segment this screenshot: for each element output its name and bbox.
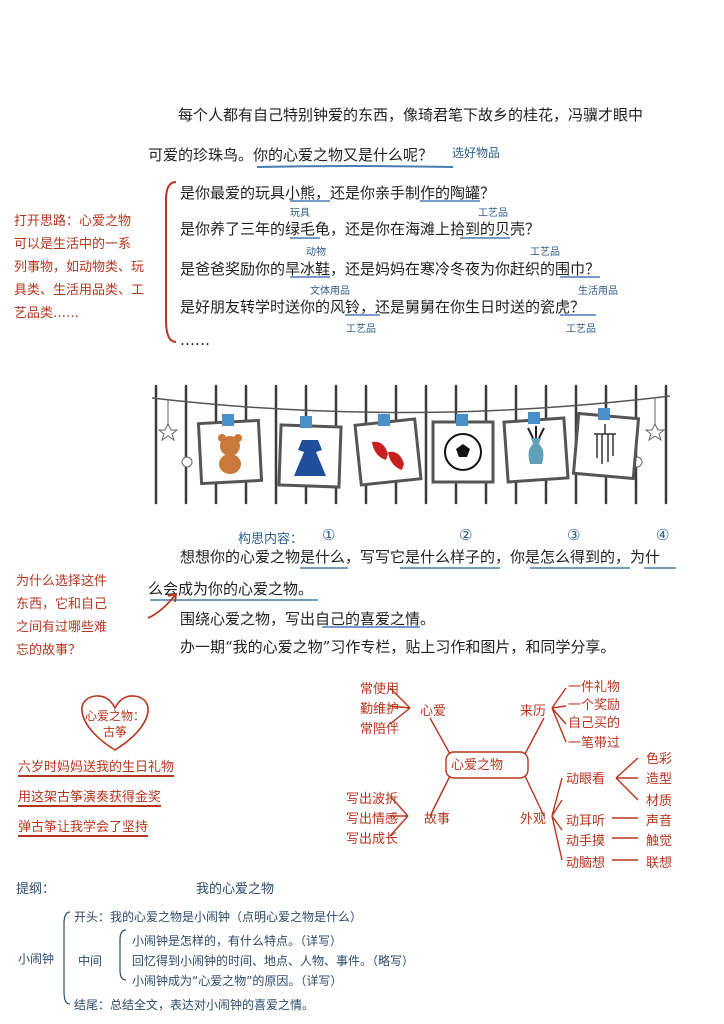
- mindmap-origin-item: 一个奖励: [568, 698, 621, 713]
- intro-line-1: 每个人都有自己特别钟爱的东西，像琦君笔下故乡的桂花，冯骥才眼中: [178, 106, 644, 124]
- mindmap-eye: 动眼看: [566, 772, 606, 787]
- why-note: 为什么选择这件 东西，它和自己 之间有过哪些难 忘的故事？: [16, 570, 146, 662]
- mindmap-story: 故事: [424, 812, 451, 827]
- outline-title: 我的心爱之物: [196, 882, 275, 897]
- note-choose-item: 选好物品: [452, 146, 501, 160]
- why-arrow: [147, 592, 178, 619]
- task-line-3: 围绕心爱之物，写出自己的喜爱之情。: [180, 610, 436, 628]
- structure-number-1: ①: [322, 526, 336, 544]
- mindmap-love: 心爱: [420, 704, 447, 719]
- heart-label: 心爱之物： 古筝: [80, 708, 150, 740]
- label-daily: 生活用品: [578, 286, 618, 297]
- why-note-line: 为什么选择这件: [16, 574, 108, 589]
- mindmap-love-item: 常使用: [360, 682, 400, 697]
- intro-underline: [256, 165, 454, 168]
- mindmap-story-item: 写出波折: [346, 792, 399, 807]
- thinking-note-line: 列事物，如动物类、玩: [14, 260, 145, 275]
- mindmap-eye-item: 造型: [646, 772, 673, 787]
- task-line-1: 想想你的心爱之物是什么，写写它是什么样子的，你是怎么得到的，为什: [180, 548, 661, 566]
- mindmap-love-item: 勤维护: [360, 702, 400, 717]
- guzheng-point-text: 六岁时妈妈送我的生日礼物: [18, 760, 175, 777]
- red-shoes-icon: [372, 441, 404, 470]
- task-underlines: [150, 567, 676, 628]
- mindmap-story-item: 写出成长: [346, 832, 399, 847]
- label-sports: 文体用品: [310, 286, 350, 297]
- thinking-note-line: 可以是生活中的一系: [14, 237, 132, 252]
- mindmap-ear: 动耳听: [566, 814, 606, 829]
- outline-middle-item: 小闹钟成为“心爱之物”的原因。（详写）: [132, 974, 343, 988]
- mindmap-lines: [389, 687, 639, 861]
- structure-number-4: ④: [656, 526, 670, 544]
- guzheng-point-1: 六岁时妈妈送我的生日礼物: [18, 756, 175, 777]
- dress-icon: [294, 440, 326, 476]
- heart-shape: [81, 695, 149, 751]
- teddy-bear-icon: [218, 434, 242, 474]
- mindmap-look: 外观: [520, 812, 547, 827]
- mindmap-story-item: 写出情感: [346, 812, 399, 827]
- task-line-4: 办一期“我的心爱之物”习作专栏，贴上习作和图片，和同学分享。: [180, 638, 616, 656]
- outline-brackets: [63, 911, 127, 1005]
- outline-middle-label: 中间: [78, 954, 103, 968]
- label-animal: 动物: [306, 247, 326, 258]
- mindmap-hand: 动手摸: [566, 834, 606, 849]
- mindmap-origin: 来历: [520, 704, 547, 719]
- thinking-bracket: [165, 181, 177, 343]
- mindmap-origin-item: 一笔带过: [568, 736, 621, 751]
- mindmap-eye-item: 材质: [646, 794, 673, 809]
- label-toy: 玩具: [290, 208, 310, 219]
- heart-label-object: 古筝: [102, 725, 127, 739]
- guzheng-point-2: 用这架古筝演奏获得金奖: [18, 786, 162, 807]
- label-craft: 工艺品: [346, 324, 376, 335]
- task-line-2: 么会成为你的心爱之物。: [148, 580, 314, 598]
- why-note-line: 东西，它和自己: [16, 597, 108, 612]
- guzheng-point-text: 用这架古筝演奏获得金奖: [18, 790, 162, 807]
- soccer-ball-icon: [444, 433, 482, 471]
- structure-number-2: ②: [459, 526, 473, 544]
- thinking-note-line: 具类、生活用品类、工: [14, 283, 145, 298]
- mindmap-origin-item: 一件礼物: [568, 680, 621, 695]
- label-craft: 工艺品: [530, 247, 560, 258]
- mindmap-eye-item: 色彩: [646, 752, 673, 767]
- vase-icon: [527, 426, 545, 464]
- thinking-note-line: 艺品类……: [14, 306, 80, 321]
- thinking-note: 打开思路：心爱之物 可以是生活中的一系 列事物，如动物类、玩 具类、生活用品类、…: [14, 210, 166, 325]
- guzheng-point-text: 弹古筝让我学会了坚持: [18, 820, 149, 837]
- mindmap-love-item: 常陪伴: [360, 722, 400, 737]
- outline-label: 提纲：: [16, 882, 56, 897]
- label-craft: 工艺品: [566, 324, 596, 335]
- question-2: 是你养了三年的绿毛龟，还是你在海滩上拾到的贝壳？: [180, 220, 541, 238]
- mindmap-origin-item: 自己买的: [568, 716, 621, 731]
- label-craft: 工艺品: [478, 208, 508, 219]
- outline-middle-item: 回忆得到小闹钟的时间、地点、人物、事件。（略写）: [132, 954, 415, 968]
- question-underlines: [290, 200, 600, 316]
- question-ellipsis: ……: [180, 331, 210, 349]
- outline-opening: 开头：我的心爱之物是小闹钟（点明心爱之物是什么）: [74, 910, 363, 924]
- structure-number-3: ③: [567, 526, 581, 544]
- structure-label: 构思内容：: [238, 532, 304, 547]
- mindmap-brain: 动脑想: [566, 856, 606, 871]
- mindmap-ear-item: 声音: [646, 814, 673, 829]
- question-3: 是爸爸奖励你的旱冰鞋，还是妈妈在寒冷冬夜为你赶织的围巾？: [180, 260, 601, 278]
- thinking-note-line: 打开思路：心爱之物: [14, 214, 132, 229]
- outline-subject: 小闹钟: [18, 952, 55, 966]
- heart-label-title: 心爱之物：: [84, 709, 145, 723]
- guzheng-point-3: 弹古筝让我学会了坚持: [18, 816, 149, 837]
- question-1: 是你最爱的玩具小熊，还是你亲手制作的陶罐？: [180, 184, 496, 202]
- intro-line-2: 可爱的珍珠鸟。你的心爱之物又是什么呢？: [148, 146, 434, 164]
- outline-middle-item: 小闹钟是怎样的，有什么特点。（详写）: [132, 934, 343, 948]
- mindmap-center: 心爱之物: [451, 758, 504, 773]
- photo-banner: [151, 384, 671, 505]
- mindmap-hand-item: 触觉: [646, 834, 673, 849]
- why-note-line: 之间有过哪些难: [16, 620, 108, 635]
- question-4: 是好朋友转学时送你的风铃，还是舅舅在你生日时送的瓷虎？: [180, 298, 586, 316]
- wind-chime-icon: [594, 424, 616, 464]
- outline-ending: 结尾：总结全文，表达对小闹钟的喜爱之情。: [74, 998, 315, 1012]
- mindmap-brain-item: 联想: [646, 856, 673, 871]
- why-note-line: 忘的故事？: [16, 643, 82, 658]
